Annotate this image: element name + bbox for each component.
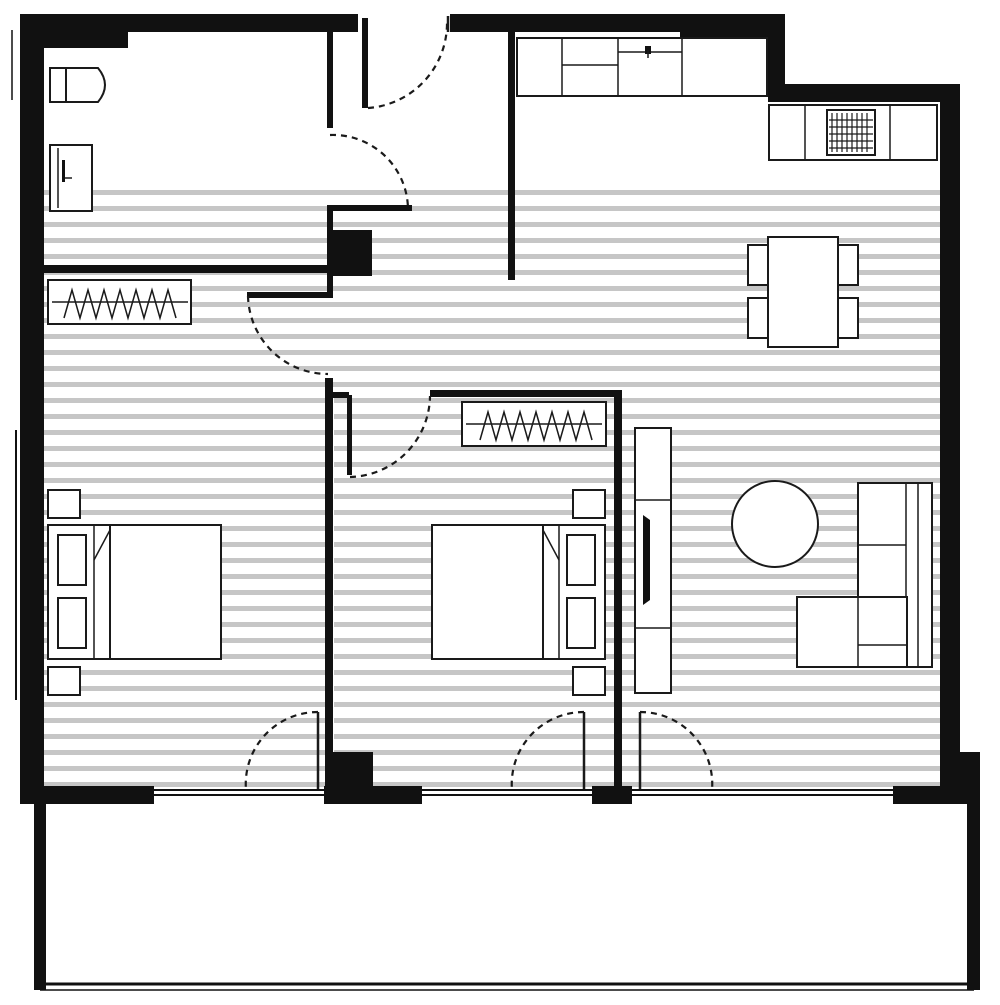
living-room	[634, 427, 933, 694]
nightstand-icon	[572, 489, 606, 519]
floor-stripe	[44, 446, 942, 451]
walls	[20, 14, 980, 804]
bedroom1-door-swing	[246, 295, 329, 376]
nightstand-icon	[572, 666, 606, 696]
floor-stripe	[44, 254, 942, 259]
bedroom-2	[431, 401, 607, 696]
floor-stripe	[44, 702, 942, 707]
floor-stripe	[44, 334, 942, 339]
floor-stripe	[44, 462, 942, 467]
floor-stripe	[44, 750, 942, 755]
floor-stripe	[44, 510, 942, 515]
entrance-door-swing	[367, 21, 449, 110]
floor-stripe	[44, 286, 942, 291]
floor-stripe	[44, 190, 942, 195]
floor-stripe	[44, 318, 942, 323]
balcony-door3-swing	[639, 710, 714, 791]
balcony-door1-swing	[244, 710, 319, 791]
kitchen-counter-icon	[516, 37, 768, 97]
floor-stripe	[44, 734, 942, 739]
floor-stripe	[44, 478, 942, 483]
double-bed-icon	[47, 524, 222, 660]
floor-stripe	[44, 302, 942, 307]
floor-stripe	[44, 238, 942, 243]
nightstand-icon	[47, 666, 81, 696]
bedroom-1	[47, 279, 222, 696]
windows	[11, 30, 893, 796]
doors	[244, 16, 714, 791]
floor-stripe	[44, 398, 942, 403]
floor-stripe	[44, 366, 942, 371]
floor-stripe	[44, 206, 942, 211]
dining-table-icon	[747, 236, 859, 348]
stove-counter-icon	[768, 104, 938, 161]
floor-stripe	[44, 686, 942, 691]
kitchen	[516, 37, 938, 161]
floor-stripe	[44, 766, 942, 771]
toilet-icon	[49, 67, 106, 103]
floor-stripe	[44, 670, 942, 675]
floor-stripe	[44, 718, 942, 723]
balcony-door2-swing	[510, 710, 585, 791]
sink-icon	[49, 144, 93, 212]
balcony	[34, 800, 980, 991]
bathroom-door-swing	[329, 133, 410, 211]
round-coffee-table-icon	[731, 480, 819, 568]
tv-unit-icon	[634, 427, 672, 694]
floor-stripe	[44, 350, 942, 355]
floor-stripe	[44, 270, 942, 275]
wardrobe-icon	[47, 279, 192, 325]
bedroom2-door-swing	[349, 395, 432, 479]
nightstand-icon	[47, 489, 81, 519]
corner-sofa-icon	[796, 482, 933, 668]
bathroom	[49, 67, 106, 212]
double-bed-icon	[431, 524, 606, 660]
floor-stripe	[44, 222, 942, 227]
floor-stripe	[44, 382, 942, 387]
floor-stripe	[44, 494, 942, 499]
floor-stripe	[44, 782, 942, 787]
wardrobe-icon	[461, 401, 607, 447]
